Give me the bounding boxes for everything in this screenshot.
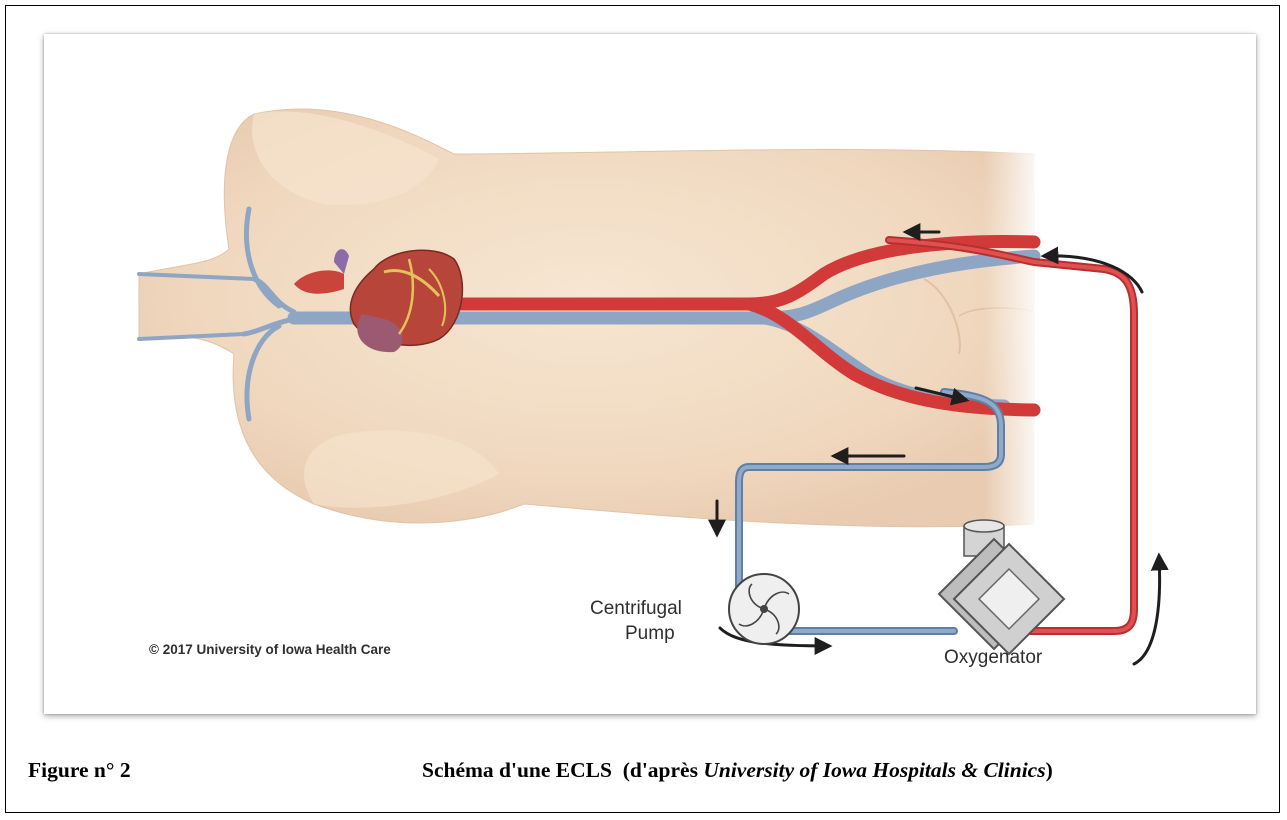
figure-title-prefix: Schéma d'une ECLS (d'après: [422, 758, 703, 782]
figure-title-source: University of Iowa Hospitals & Clinics: [703, 758, 1045, 782]
figure-frame: Centrifugal Pump Oxygenator © 2017 Unive…: [5, 5, 1280, 813]
copyright-notice: © 2017 University of Iowa Health Care: [149, 642, 391, 657]
pump-label-line2: Pump: [625, 623, 675, 644]
figure-number: Figure n° 2: [28, 758, 131, 783]
ecls-illustration: Centrifugal Pump Oxygenator © 2017 Unive…: [44, 34, 1256, 714]
ecls-diagram: Centrifugal Pump Oxygenator © 2017 Unive…: [44, 34, 1256, 714]
centrifugal-pump: [729, 574, 799, 644]
oxygenator-label: Oxygenator: [944, 647, 1043, 668]
pump-label-line1: Centrifugal: [590, 598, 682, 619]
figure-title-suffix: ): [1046, 758, 1053, 782]
figure-title: Schéma d'une ECLS (d'après University of…: [422, 758, 1053, 783]
